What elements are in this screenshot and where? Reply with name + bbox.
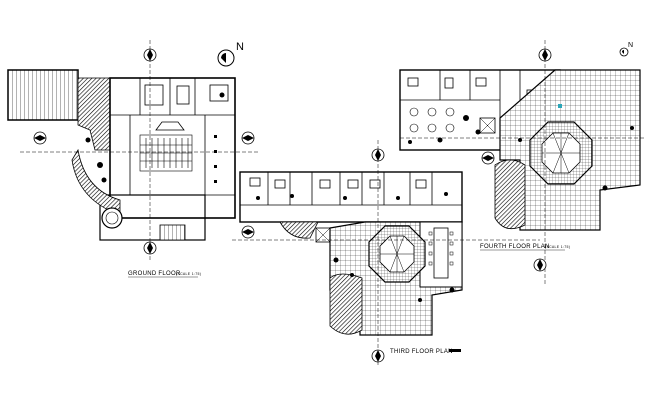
octagon-skylight: [368, 225, 426, 283]
walkway-hatch: [77, 77, 111, 151]
section-marker-icon: [143, 48, 157, 62]
third-floor-title: THIRD FLOOR PLAN: [390, 349, 453, 355]
auditorium-seating: [139, 134, 193, 172]
veranda-deck: [7, 69, 79, 121]
ground-building-outline: [109, 77, 236, 219]
third-office-block: [239, 171, 463, 223]
third-landscape: [329, 273, 363, 335]
conference-room: [419, 221, 463, 288]
section-marker-icon: [538, 48, 552, 62]
third-lounge-curve: [279, 221, 319, 239]
fourth-floor-plan: N FOURTH FLOOR PLAN (SCALE 1:75): [399, 40, 645, 285]
fourth-stair: [479, 117, 496, 134]
section-marker-icon: [371, 148, 385, 162]
section-marker-icon: [533, 258, 547, 272]
dining-tables: [409, 107, 455, 133]
section-marker-icon: [33, 131, 47, 145]
ground-floor-scale: (SCALE 1:75): [176, 272, 201, 276]
section-marker-icon: [371, 349, 385, 363]
stage: [155, 121, 185, 131]
north-letter: N: [628, 42, 633, 49]
octagon-skylight: [529, 121, 593, 185]
ground-floor-plan: N GROUND FLOOR (SCALE 1:75): [7, 40, 260, 278]
fourth-floor-scale: (SCALE 1:75): [545, 245, 570, 249]
section-marker-icon: [481, 151, 495, 165]
curved-porch: [71, 148, 121, 216]
north-arrow-icon: N: [619, 42, 633, 57]
north-arrow-icon: N: [217, 41, 244, 67]
fourth-landscape: [494, 159, 526, 230]
ground-annex: [99, 194, 206, 241]
section-marker-icon: [143, 241, 157, 255]
north-letter: N: [236, 41, 244, 53]
accent-marker: [558, 104, 562, 108]
spiral-stair: [101, 207, 123, 229]
fourth-floor-title: FOURTH FLOOR PLAN: [480, 244, 550, 250]
ground-floor-title: GROUND FLOOR: [128, 271, 181, 277]
third-floor-plan: THIRD FLOOR PLAN: [232, 140, 540, 365]
section-marker-icon: [241, 225, 255, 239]
section-marker-icon: [241, 131, 255, 145]
